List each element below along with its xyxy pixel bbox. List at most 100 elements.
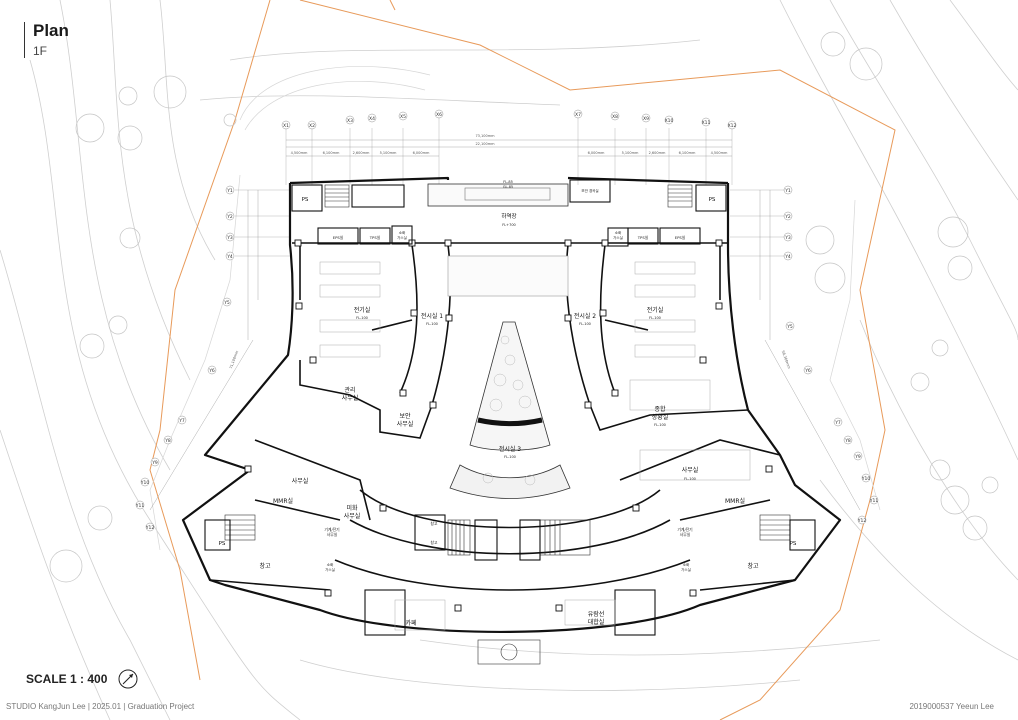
grid-x2: X2: [309, 123, 315, 129]
grid-x4: X4: [369, 116, 375, 122]
room-control-fl: FL-100: [654, 423, 666, 427]
room-elec-right: 전기실: [647, 306, 664, 314]
room-exhibit-1-fl: FL-100: [426, 322, 438, 326]
room-fire-bl-1: 소화: [327, 562, 334, 567]
grid-y1-right: Y1: [784, 188, 791, 194]
dim-seg-10: 4,500mm: [711, 151, 728, 155]
room-fire-br-1: 소화: [683, 562, 690, 567]
room-ps-bl: PS: [219, 541, 226, 547]
room-fire-right-2: 가스실: [613, 235, 623, 240]
room-ps-br: PS: [790, 541, 797, 547]
room-office-right-fl: FL-100: [684, 477, 696, 481]
room-mech-left-2: 사무실: [327, 532, 338, 537]
grid-y5-left: Y5: [223, 300, 230, 306]
grid-y11-right: Y11: [869, 498, 879, 504]
room-ps-tr: PS: [709, 197, 716, 203]
exterior-walls: [181, 176, 842, 633]
loading-dock: [427, 183, 569, 297]
room-exhibit-3: 전시실 3: [499, 445, 521, 453]
room-elec-left-fl: FL-100: [356, 316, 368, 320]
room-cowork-2: 사무실: [344, 512, 361, 520]
dim-inner-top: 22,100mm: [475, 142, 495, 146]
furniture: [319, 261, 751, 631]
footer-studio: STUDIO KangJun Lee | 2025.01 | Graduatio…: [6, 702, 195, 711]
grid-y2-right: Y2: [784, 214, 791, 220]
room-office-left: 사무실: [292, 477, 309, 485]
structural-grid: [135, 109, 879, 532]
top-gl: GL-85: [503, 185, 513, 189]
dim-left-total: 71,100mm: [229, 349, 239, 369]
room-security-2: 사무실: [397, 420, 414, 428]
room-mgmt-2: 사무실: [342, 394, 359, 402]
room-eps-right: EPS실: [675, 235, 686, 240]
dim-seg-2: 6,100mm: [323, 151, 340, 155]
grid-y10-right: Y10: [861, 476, 871, 482]
grid-x5: X5: [400, 114, 406, 120]
grid-y12-right: Y12: [857, 518, 867, 524]
grid-y4-right: Y4: [784, 254, 791, 260]
footer-author: 2019000537 Yeeun Lee: [909, 702, 994, 711]
grid-x8: X8: [612, 114, 618, 120]
sheet-title: Plan: [33, 21, 69, 40]
room-small-storage-1: 창고: [431, 521, 438, 526]
grid-y6-left: Y6: [208, 368, 215, 374]
room-lounge-2: 대합실: [588, 618, 605, 626]
room-mmr-left: MMR실: [273, 497, 293, 505]
grid-y6-right: Y6: [804, 368, 811, 374]
grid-x7: X7: [575, 112, 581, 118]
floor-label: 1F: [33, 44, 48, 58]
room-security-1: 보안: [399, 412, 411, 420]
room-loading: 하역장: [501, 212, 516, 220]
grid-labels: X1 X2 X3 X4 X5 X6 X7 X8 X9 X10 X11 X12 Y…: [135, 112, 879, 531]
room-eps-left: EPS실: [333, 235, 344, 240]
service-rooms: [204, 179, 816, 636]
room-mmr-right: MMR실: [725, 497, 745, 505]
grid-x3: X3: [347, 118, 353, 124]
grid-y5-right: Y5: [786, 324, 793, 330]
title-block: Plan 1F: [24, 22, 69, 58]
grid-y7-right: Y7: [834, 420, 841, 426]
dimension-lines: [149, 139, 861, 511]
grid-x9: X9: [643, 116, 649, 122]
room-fire-br-2: 가스실: [681, 567, 691, 572]
dim-seg-3: 2,600mm: [353, 151, 370, 155]
room-storage-left: 창고: [259, 562, 271, 570]
scale-text: SCALE 1 : 400: [26, 672, 108, 686]
grid-x6: X6: [436, 112, 442, 118]
room-fire-left-2: 가스실: [397, 235, 407, 240]
grid-y3-right: Y3: [784, 235, 791, 241]
room-loading-fl: FL+700: [502, 223, 516, 227]
room-tps-right: TPS실: [637, 235, 649, 240]
dim-seg-5: 6,000mm: [413, 151, 430, 155]
room-exhibit-2: 전시실 2: [574, 312, 596, 320]
room-control-1: 종합: [654, 405, 666, 413]
room-labels: 하역장 FL+700 FL-85 GL-85 전기실 FL-100 전기실 FL…: [219, 180, 797, 627]
room-exhibit-3-fl: FL-100: [504, 455, 516, 459]
room-small-storage-2: 창고: [431, 540, 438, 545]
dim-seg-8: 2,600mm: [649, 151, 666, 155]
dim-seg-9: 6,100mm: [679, 151, 696, 155]
dimension-text: 73,100mm 22,100mm 4,500mm 6,100mm 2,600m…: [229, 134, 791, 370]
room-mech-left-1: 기계/전기: [324, 527, 339, 532]
grid-y11-left: Y11: [135, 503, 145, 509]
dim-seg-4: 5,100mm: [380, 151, 397, 155]
grid-y8-left: Y8: [164, 438, 171, 444]
room-mech-right-2: 사무실: [680, 532, 691, 537]
stair-cores: [224, 184, 791, 665]
scale-indicator: SCALE 1 : 400: [26, 668, 139, 690]
room-fire-left: 소화: [399, 230, 406, 235]
room-mgmt-1: 관리: [344, 386, 355, 394]
room-ps-tl: PS: [302, 197, 309, 203]
columns: [244, 239, 773, 612]
room-cafe: 카페: [405, 619, 416, 627]
room-exhibit-2-fl: FL-100: [579, 322, 591, 326]
dim-seg-7: 5,100mm: [622, 151, 639, 155]
room-exhibit-1: 전시실 1: [421, 312, 443, 320]
grid-y10-left: Y10: [140, 480, 150, 486]
site-landscape: [149, 66, 881, 551]
room-elec-left: 전기실: [354, 306, 371, 314]
dim-seg-1: 4,500mm: [291, 151, 308, 155]
grid-y8-right: Y8: [844, 438, 851, 444]
